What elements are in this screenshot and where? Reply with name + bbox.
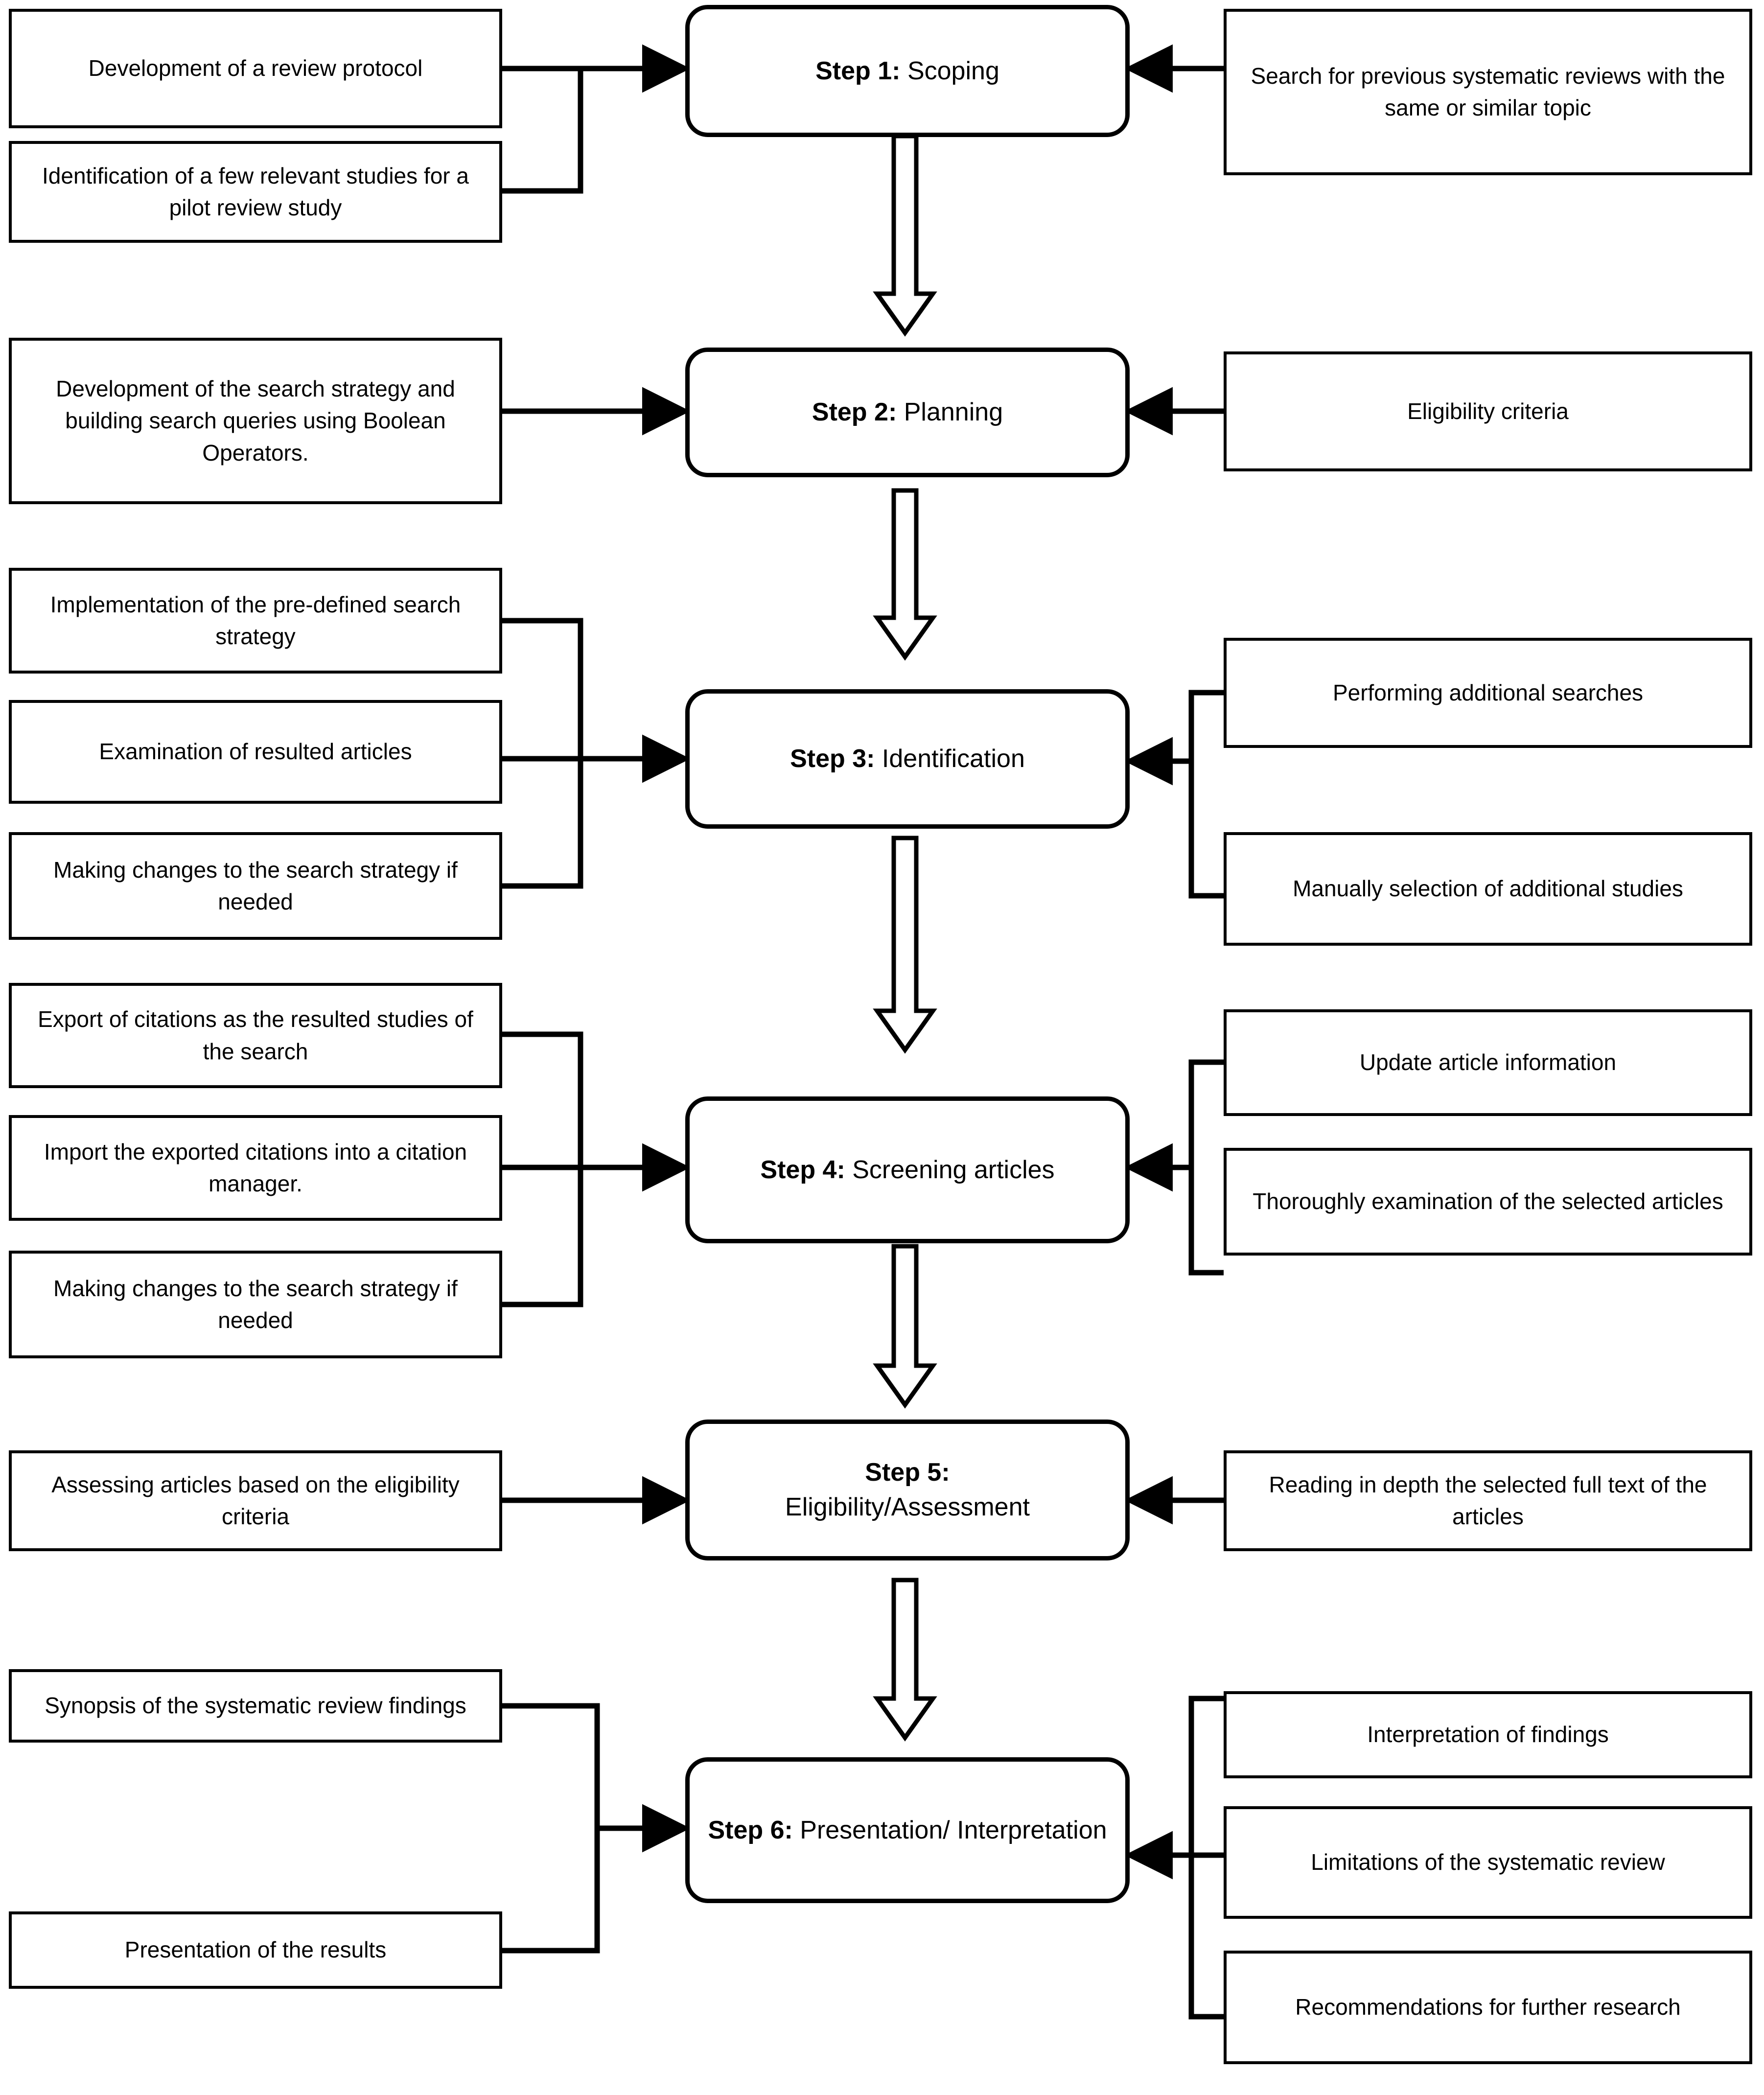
input-box-step5-left-1[interactable]: Assessing articles based on the eligibil… <box>9 1450 502 1551</box>
flow-arrow-step1-to-step2 <box>873 134 937 337</box>
step-name: Presentation/ Interpretation <box>800 1816 1107 1844</box>
wire-step6-left-bracket <box>502 1703 600 1954</box>
step-box-step1[interactable]: Step 1: Scoping <box>685 5 1130 137</box>
step-number: Step 5: <box>865 1458 950 1487</box>
input-box-label: Development of a review protocol <box>88 55 423 81</box>
input-box-step3-left-1[interactable]: Implementation of the pre-defined search… <box>9 568 502 674</box>
input-box-step6-right-1[interactable]: Interpretation of findings <box>1224 1691 1752 1778</box>
step-number: Step 3: <box>790 745 882 773</box>
input-box-step4-right-2[interactable]: Thoroughly examination of the selected a… <box>1224 1148 1752 1256</box>
step-name: Planning <box>904 398 1003 427</box>
step-number: Step 1: <box>815 56 907 85</box>
input-box-label: Export of citations as the resulted stud… <box>38 1006 473 1064</box>
step-box-label: Step 3: Identification <box>790 742 1025 776</box>
input-box-label: Limitations of the systematic review <box>1311 1849 1665 1875</box>
input-box-step5-right-1[interactable]: Reading in depth the selected full text … <box>1224 1450 1752 1551</box>
input-box-label: Examination of resulted articles <box>99 739 412 765</box>
input-box-step1-left-1[interactable]: Development of a review protocol <box>9 9 502 128</box>
input-box-label: Reading in depth the selected full text … <box>1269 1471 1707 1529</box>
input-box-step1-right-1[interactable]: Search for previous systematic reviews w… <box>1224 9 1752 175</box>
step-box-label: Step 6: Presentation/ Interpretation <box>708 1813 1107 1848</box>
input-box-label: Interpretation of findings <box>1367 1722 1609 1747</box>
step-box-step4[interactable]: Step 4: Screening articles <box>685 1096 1130 1243</box>
wire-step3-left-bracket <box>502 618 583 889</box>
step-box-step5[interactable]: Step 5: Eligibility/Assessment <box>685 1420 1130 1560</box>
input-box-label: Synopsis of the systematic review findin… <box>45 1693 466 1719</box>
step-name: Eligibility/Assessment <box>785 1493 1030 1521</box>
input-box-step4-right-1[interactable]: Update article information <box>1224 1009 1752 1116</box>
input-box-step4-left-2[interactable]: Import the exported citations into a cit… <box>9 1115 502 1221</box>
input-box-label: Identification of a few relevant studies… <box>42 163 469 220</box>
input-box-text: Import the exported citations into a cit… <box>44 1139 467 1196</box>
step-box-step6[interactable]: Step 6: Presentation/ Interpretation <box>685 1757 1130 1903</box>
flow-arrow-step2-to-step3 <box>873 488 937 661</box>
step-box-label: Step 4: Screening articles <box>760 1153 1054 1187</box>
flow-arrow-step4-to-step5 <box>873 1244 937 1409</box>
input-box-step6-left-2[interactable]: Presentation of the results <box>9 1911 502 1989</box>
step-number: Step 6: <box>708 1816 800 1844</box>
input-box-label: Assessing articles based on the eligibil… <box>51 1471 460 1529</box>
step-box-label: Step 1: Scoping <box>815 54 999 89</box>
wire-step3-right-bracket <box>1188 690 1224 899</box>
input-box-step4-left-1[interactable]: Export of citations as the resulted stud… <box>9 983 502 1088</box>
step-name: Screening articles <box>852 1155 1055 1184</box>
input-box-label: Recommendations for further research <box>1295 1994 1681 2020</box>
input-box-label: Making changes to the search strategy if… <box>53 857 458 914</box>
input-box-step3-right-1[interactable]: Performing additional searches <box>1224 638 1752 748</box>
wire-step4-right-bracket <box>1188 1059 1224 1276</box>
step-box-step2[interactable]: Step 2: Planning <box>685 348 1130 477</box>
input-box-step6-right-2[interactable]: Limitations of the systematic review <box>1224 1806 1752 1919</box>
input-box-label: Manually selection of additional studies <box>1293 876 1683 902</box>
input-box-label: Eligibility criteria <box>1407 398 1569 424</box>
input-box-label: Development of the search strategy and b… <box>56 376 455 466</box>
flow-arrow-step5-to-step6 <box>873 1578 937 1742</box>
input-box-step4-left-3[interactable]: Making changes to the search strategy if… <box>9 1251 502 1358</box>
step-name: Scoping <box>907 56 999 85</box>
step-box-label: Step 2: Planning <box>812 395 1003 430</box>
step-box-label: Step 5: Eligibility/Assessment <box>785 1455 1030 1524</box>
step-box-step3[interactable]: Step 3: Identification <box>685 689 1130 829</box>
input-box-label: Presentation of the results <box>124 1937 387 1963</box>
input-box-step6-right-3[interactable]: Recommendations for further research <box>1224 1951 1752 2064</box>
input-box-label: Import the exported citations into a cit… <box>24 1136 487 1200</box>
flow-arrow-step3-to-step4 <box>873 836 937 1054</box>
input-box-label: Implementation of the pre-defined search… <box>50 591 461 649</box>
input-box-label: Making changes to the search strategy if… <box>53 1275 458 1333</box>
input-box-step3-left-2[interactable]: Examination of resulted articles <box>9 700 502 804</box>
wire-step1-left-bracket <box>502 66 583 194</box>
input-box-step2-left-1[interactable]: Development of the search strategy and b… <box>9 338 502 504</box>
input-box-step3-right-2[interactable]: Manually selection of additional studies <box>1224 832 1752 946</box>
step-number: Step 2: <box>812 398 904 427</box>
input-box-step2-right-1[interactable]: Eligibility criteria <box>1224 351 1752 471</box>
input-box-step6-left-1[interactable]: Synopsis of the systematic review findin… <box>9 1669 502 1743</box>
step-name: Identification <box>882 745 1025 773</box>
input-box-step1-left-2[interactable]: Identification of a few relevant studies… <box>9 141 502 243</box>
input-box-label: Performing additional searches <box>1332 679 1644 705</box>
input-box-step3-left-3[interactable]: Making changes to the search strategy if… <box>9 832 502 940</box>
input-box-label: Search for previous systematic reviews w… <box>1251 63 1725 120</box>
input-box-label: Update article information <box>1359 1049 1617 1075</box>
step-number: Step 4: <box>760 1155 853 1184</box>
input-box-label: Thoroughly examination of the selected a… <box>1253 1188 1723 1214</box>
